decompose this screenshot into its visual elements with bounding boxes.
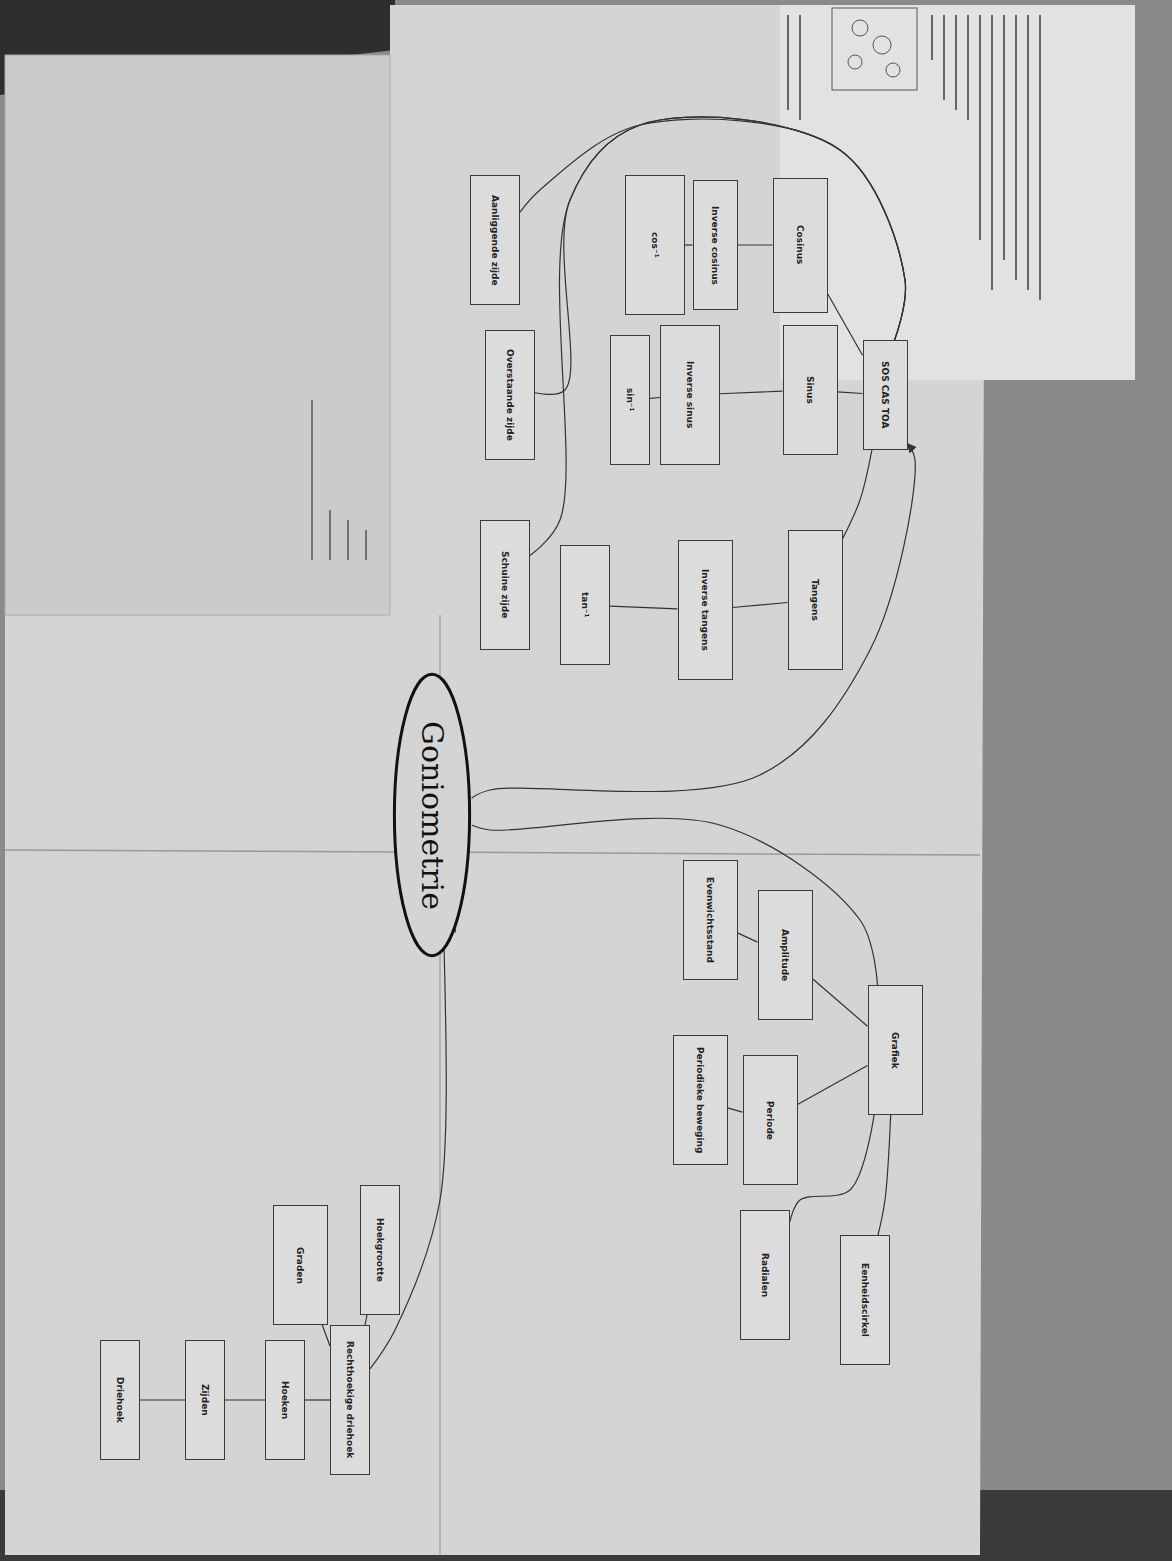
sketch-circle (873, 36, 891, 54)
concept-label: Evenwichtsstand (705, 877, 716, 963)
connector-line (530, 117, 906, 556)
concept-box: Inverse sinus (660, 325, 720, 465)
connector-line (790, 1115, 874, 1221)
concept-box: Inverse tangens (678, 540, 733, 680)
concept-box: Schuine zijde (480, 520, 530, 650)
concept-box: Amplitude (758, 890, 813, 1020)
concept-label: Periode (765, 1101, 776, 1140)
connector-line (140, 1399, 185, 1400)
sketch-frame (832, 8, 917, 90)
connector-line (305, 1399, 330, 1400)
concept-label: Tangens (810, 579, 821, 621)
connector-line (472, 818, 878, 985)
concept-label: Cosinus (795, 225, 806, 264)
concept-box: Sinus (783, 325, 838, 455)
concept-label: SOS CAS TOA (880, 361, 891, 428)
concept-box: Zijden (185, 1340, 225, 1460)
concept-label: Amplitude (780, 929, 791, 981)
connector-line (610, 606, 678, 609)
sketch-circle (852, 20, 868, 36)
concept-box: Cosinus (773, 178, 828, 313)
sketch-circle (886, 63, 900, 77)
concept-box: Grafiek (868, 985, 923, 1115)
sketch-circle (848, 55, 862, 69)
concept-label: Rechthoekige driehoek (345, 1341, 356, 1458)
handwriting-scribble (312, 400, 366, 560)
concept-label: Sinus (805, 376, 816, 404)
connector-line (472, 444, 916, 798)
concept-label: Inverse sinus (685, 361, 696, 428)
concept-label: Driehoek (115, 1377, 126, 1423)
central-topic: Goniometrie (392, 670, 472, 960)
concept-box: Inverse cosinus (693, 180, 738, 310)
concept-label: Inverse tangens (700, 569, 711, 651)
concept-label: Aanliggende zijde (490, 195, 501, 286)
connector-line (728, 1108, 743, 1112)
concept-box: Periodieke beweging (673, 1035, 728, 1165)
concept-box: Periode (743, 1055, 798, 1185)
concept-box: sin⁻¹ (610, 335, 650, 465)
connector-line (738, 933, 758, 942)
concept-box: Rechthoekige driehoek (330, 1325, 370, 1475)
concept-label: Eenheidscirkel (860, 1263, 871, 1337)
concept-box: Graden (273, 1205, 328, 1325)
concept-box: tan⁻¹ (560, 545, 610, 665)
concept-box: Hoekgrootte (360, 1185, 400, 1315)
concept-label: Radialen (760, 1253, 771, 1297)
connector-line (520, 119, 906, 340)
front-sheet (5, 55, 390, 615)
concept-box: Hoeken (265, 1340, 305, 1460)
connector-line (685, 244, 693, 245)
concept-box: Radialen (740, 1210, 790, 1340)
connector-line (838, 392, 863, 394)
concept-label: cos⁻¹ (650, 232, 661, 258)
concept-box: Eenheidscirkel (840, 1235, 890, 1365)
concept-label: Hoeken (280, 1381, 291, 1419)
concept-label: Grafiek (890, 1032, 901, 1069)
concept-label: tan⁻¹ (580, 592, 591, 617)
connector-line (878, 1115, 891, 1235)
concept-label: Overstaande zijde (505, 349, 516, 441)
concept-label: Hoekgrootte (375, 1218, 386, 1282)
topic-title: Goniometrie (414, 721, 450, 910)
connector-line (225, 1399, 265, 1400)
concept-label: Periodieke beweging (695, 1047, 706, 1153)
concept-label: Graden (295, 1247, 306, 1284)
connector-line (843, 450, 872, 539)
concept-box: cos⁻¹ (625, 175, 685, 315)
connector-line (720, 391, 783, 394)
connector-line (738, 244, 773, 245)
connector-line (650, 397, 660, 399)
concept-box: Evenwichtsstand (683, 860, 738, 980)
connector-line (733, 603, 788, 608)
connector-line (322, 1325, 330, 1346)
connector-line (798, 1065, 868, 1104)
concept-label: Zijden (200, 1384, 211, 1416)
concept-label: Schuine zijde (500, 551, 511, 618)
concept-box: Driehoek (100, 1340, 140, 1460)
concept-label: sin⁻¹ (625, 388, 636, 412)
concept-box: SOS CAS TOA (863, 340, 908, 450)
concept-label: Inverse cosinus (710, 206, 721, 285)
concept-box: Aanliggende zijde (470, 175, 520, 305)
connector-line (365, 1315, 367, 1325)
instruction-sheet (780, 5, 1135, 380)
concept-box: Overstaande zijde (485, 330, 535, 460)
connector-line (813, 979, 868, 1027)
concept-box: Tangens (788, 530, 843, 670)
fold-line (5, 850, 980, 855)
